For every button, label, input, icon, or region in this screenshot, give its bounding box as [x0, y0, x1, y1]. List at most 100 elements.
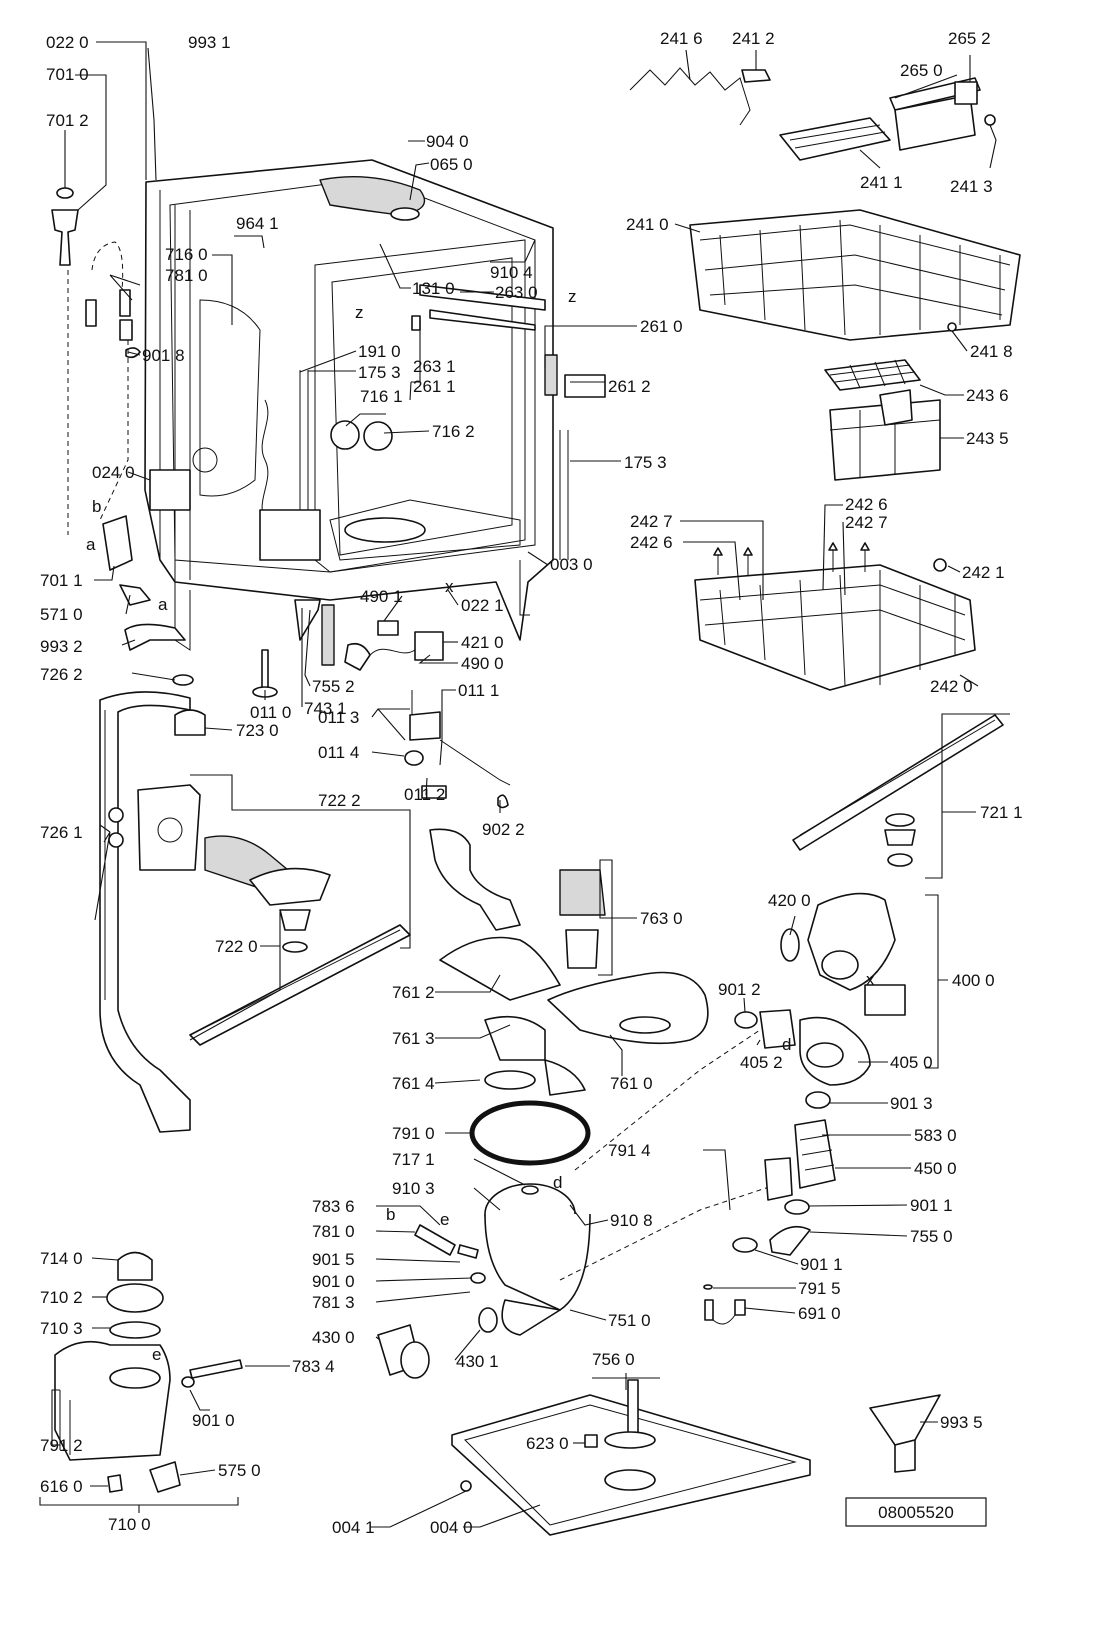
part-label: 242 7: [630, 512, 673, 531]
part-label: 490 1: [360, 587, 403, 606]
part-label: 243 5: [966, 429, 1009, 448]
part-label: 901 5: [312, 1250, 355, 1269]
part-label: 241 0: [626, 215, 669, 234]
part-label: 243 6: [966, 386, 1009, 405]
part-label: 910 4: [490, 263, 533, 282]
part-label: 405 2: [740, 1053, 783, 1072]
part-label: 743 1: [304, 699, 347, 718]
part-label: 616 0: [40, 1477, 83, 1496]
part-label: 722 2: [318, 791, 361, 810]
part-labels: 022 0 993 1 701 0 701 2 904 0 065 0 964 …: [40, 29, 1023, 1537]
part-label: 261 2: [608, 377, 651, 396]
part-label: 726 1: [40, 823, 83, 842]
part-label: 430 0: [312, 1328, 355, 1347]
part-label: 241 6: [660, 29, 703, 48]
part-label: 004 0: [430, 1518, 473, 1537]
part-label: 691 0: [798, 1304, 841, 1323]
part-label: 175 3: [624, 453, 667, 472]
connection-letter: z: [568, 287, 577, 306]
part-label: 701 2: [46, 111, 89, 130]
part-label: 751 0: [608, 1311, 651, 1330]
part-label: 024 0: [92, 463, 135, 482]
reference-number-box: 08005520: [845, 1497, 987, 1527]
part-label: 241 1: [860, 173, 903, 192]
part-label: 710 3: [40, 1319, 83, 1338]
reference-number: 08005520: [878, 1503, 954, 1522]
part-label: 004 1: [332, 1518, 375, 1537]
sump-filter-assembly: [377, 828, 791, 1379]
lower-spray-arm-assembly: [99, 691, 411, 1133]
part-label: 263 1: [413, 357, 456, 376]
connection-letter: b: [92, 497, 101, 516]
part-label: 714 0: [40, 1249, 83, 1268]
part-label: 901 3: [890, 1094, 933, 1113]
part-label: 450 0: [914, 1159, 957, 1178]
part-label: 791 4: [608, 1141, 651, 1160]
left-small-parts: [51, 187, 278, 736]
part-label: 575 0: [218, 1461, 261, 1480]
part-label: 726 2: [40, 665, 83, 684]
part-label: 242 6: [630, 533, 673, 552]
part-label: 242 6: [845, 495, 888, 514]
connection-letter: x: [445, 577, 454, 596]
part-label: 421 0: [461, 633, 504, 652]
part-label: 242 1: [962, 563, 1005, 582]
connection-letter: x: [866, 970, 875, 989]
part-label: 261 0: [640, 317, 683, 336]
base-frame: [451, 1379, 941, 1536]
part-label: 583 0: [914, 1126, 957, 1145]
part-label: 781 0: [165, 266, 208, 285]
part-label: 065 0: [430, 155, 473, 174]
part-label: 791 0: [392, 1124, 435, 1143]
part-label: 011 0: [250, 703, 291, 722]
part-label: 701 1: [40, 571, 83, 590]
part-label: 242 7: [845, 513, 888, 532]
part-label: 011 1: [458, 681, 499, 700]
connection-letter: a: [86, 535, 96, 554]
part-label: 723 0: [236, 721, 279, 740]
part-label: 265 0: [900, 61, 943, 80]
part-label: 761 4: [392, 1074, 435, 1093]
pump-motor-assembly: [703, 892, 906, 1325]
part-label: 910 3: [392, 1179, 435, 1198]
part-label: 993 1: [188, 33, 231, 52]
connection-letter: z: [355, 303, 364, 322]
part-label: 722 0: [215, 937, 258, 956]
connection-letters: z z b a a x x d d b e e: [86, 287, 875, 1364]
part-label: 571 0: [40, 605, 83, 624]
part-label: 901 1: [910, 1196, 953, 1215]
part-label: 901 1: [800, 1255, 843, 1274]
part-label: 701 0: [46, 65, 89, 84]
part-label: 241 8: [970, 342, 1013, 361]
part-label: 721 1: [980, 803, 1023, 822]
wiring-parts: [344, 620, 511, 809]
part-label: 791 5: [798, 1279, 841, 1298]
part-label: 175 3: [358, 363, 401, 382]
part-label: 265 2: [948, 29, 991, 48]
part-label: 755 2: [312, 677, 355, 696]
part-label: 420 0: [768, 891, 811, 910]
part-label: 761 3: [392, 1029, 435, 1048]
part-label: 011 3: [318, 708, 359, 727]
part-label: 761 2: [392, 983, 435, 1002]
part-label: 716 0: [165, 245, 208, 264]
part-label: 791 2: [40, 1436, 83, 1455]
part-label: 717 1: [392, 1150, 435, 1169]
part-label: 710 0: [108, 1515, 151, 1534]
part-label: 993 2: [40, 637, 83, 656]
part-label: 263 0: [495, 283, 538, 302]
connection-letter: d: [782, 1035, 791, 1054]
part-label: 405 0: [890, 1053, 933, 1072]
part-label: 763 0: [640, 909, 683, 928]
part-label: 761 0: [610, 1074, 653, 1093]
connection-letter: d: [553, 1173, 562, 1192]
part-label: 011 2: [404, 785, 445, 804]
cabinet-tub-drawing: [144, 159, 606, 666]
connection-letter: b: [386, 1205, 395, 1224]
leader-lines: [39, 41, 1010, 1528]
part-label: 716 1: [360, 387, 403, 406]
part-label: 910 8: [610, 1211, 653, 1230]
part-label: 902 2: [482, 820, 525, 839]
part-label: 904 0: [426, 132, 469, 151]
